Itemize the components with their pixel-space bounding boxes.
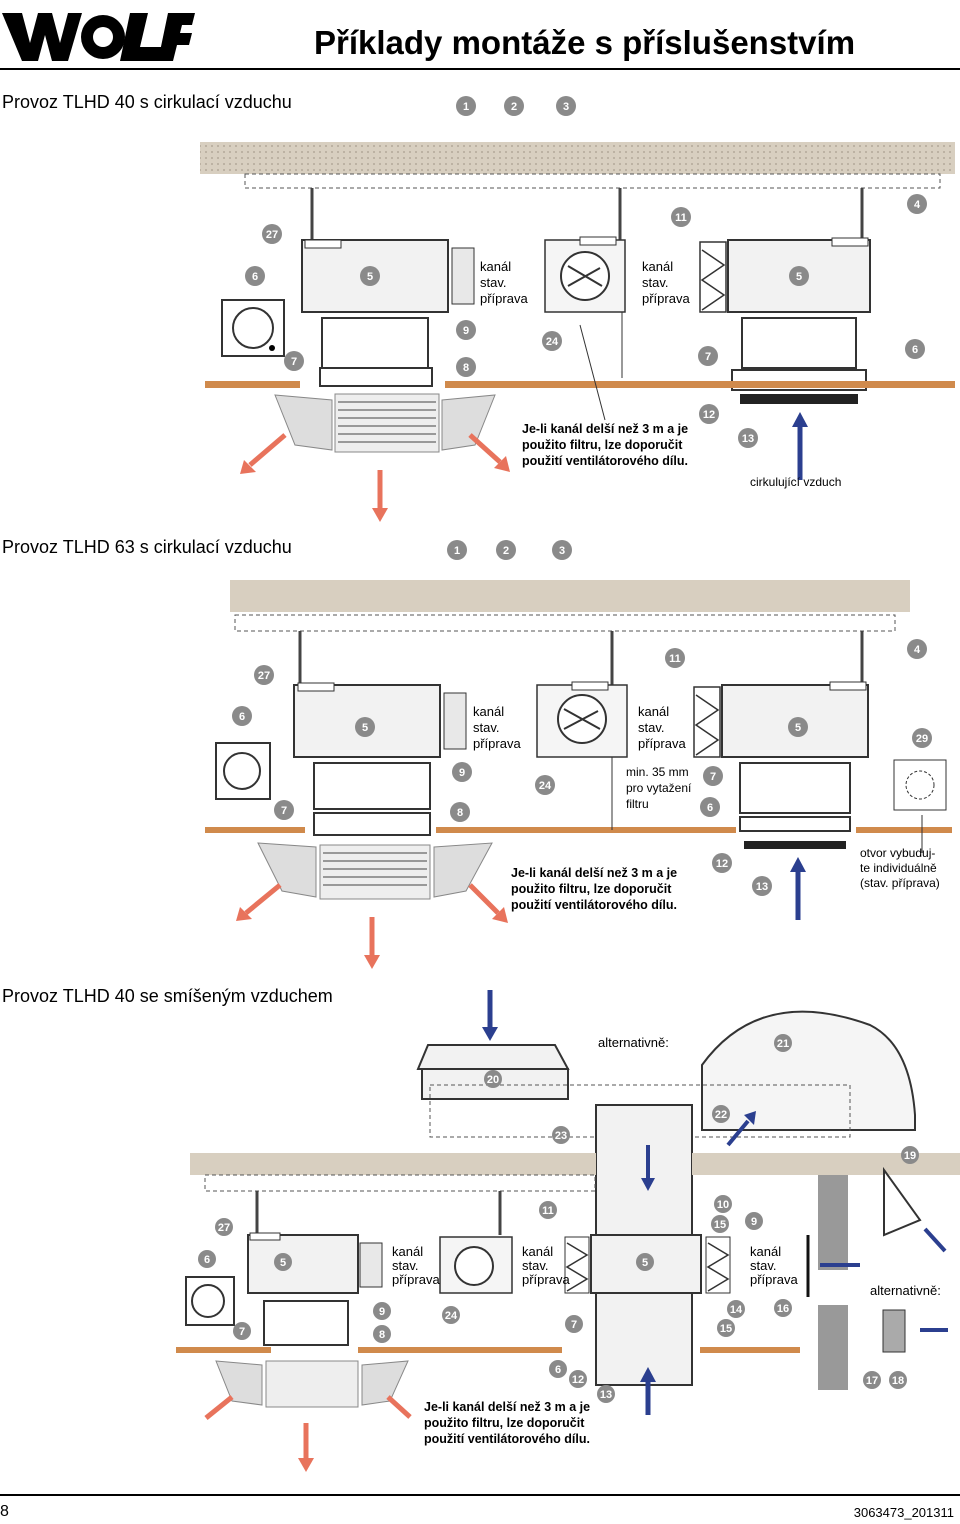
- svg-text:27: 27: [266, 229, 278, 241]
- svg-text:9: 9: [379, 1306, 385, 1318]
- svg-text:5: 5: [367, 271, 373, 283]
- number-badges: 1 2 3 27 11 4 6 5 5 29 9 24 7 6 7 8 12 1…: [232, 540, 932, 896]
- svg-text:13: 13: [756, 881, 768, 893]
- svg-text:3: 3: [563, 101, 569, 113]
- number-badges: 20 21 22 23 19 27 11 10 15 9 6 5 5 9 24 …: [198, 1034, 919, 1403]
- svg-text:11: 11: [675, 212, 687, 224]
- svg-text:5: 5: [642, 1257, 648, 1269]
- svg-text:6: 6: [204, 1254, 210, 1266]
- svg-text:6: 6: [707, 802, 713, 814]
- number-badges: 1 2 3 27 11 4 6 5 5 9 24 7 6 7 8 12 13: [245, 96, 927, 448]
- svg-text:21: 21: [777, 1038, 789, 1050]
- svg-text:24: 24: [539, 780, 552, 792]
- svg-text:8: 8: [463, 362, 469, 374]
- section-title-3: Provoz TLHD 40 se smíšeným vzduchem: [2, 986, 333, 1006]
- document-code: 3063473_201311: [853, 1505, 954, 1520]
- wolf-logo: [0, 13, 195, 61]
- circulating-air-label: cirkulující vzduch: [750, 475, 841, 489]
- header-rule: [0, 68, 960, 70]
- svg-text:6: 6: [912, 344, 918, 356]
- section-title-2: Provoz TLHD 63 s cirkulací vzduchu: [2, 537, 292, 557]
- svg-text:7: 7: [571, 1319, 577, 1331]
- svg-text:2: 2: [511, 101, 517, 113]
- svg-text:9: 9: [459, 767, 465, 779]
- page-number: 8: [0, 1503, 9, 1520]
- svg-text:6: 6: [239, 711, 245, 723]
- svg-text:11: 11: [542, 1205, 554, 1217]
- svg-text:12: 12: [572, 1374, 584, 1386]
- svg-text:7: 7: [710, 771, 716, 783]
- svg-text:9: 9: [463, 325, 469, 337]
- svg-text:12: 12: [716, 858, 728, 870]
- section-title-1: Provoz TLHD 40 s cirkulací vzduchu: [2, 92, 292, 112]
- svg-text:27: 27: [218, 1222, 230, 1234]
- svg-text:24: 24: [445, 1310, 458, 1322]
- svg-text:7: 7: [291, 356, 297, 368]
- svg-text:15: 15: [714, 1219, 726, 1231]
- svg-text:12: 12: [703, 409, 715, 421]
- svg-text:29: 29: [916, 733, 928, 745]
- svg-text:17: 17: [866, 1375, 878, 1387]
- svg-text:1: 1: [454, 545, 460, 557]
- svg-text:13: 13: [600, 1389, 612, 1401]
- svg-text:27: 27: [258, 670, 270, 682]
- svg-text:8: 8: [379, 1329, 385, 1341]
- svg-text:10: 10: [717, 1199, 729, 1211]
- svg-text:5: 5: [795, 722, 801, 734]
- svg-text:6: 6: [555, 1364, 561, 1376]
- footer-rule: [0, 1494, 960, 1496]
- svg-text:5: 5: [796, 271, 802, 283]
- svg-text:15: 15: [720, 1323, 732, 1335]
- svg-text:14: 14: [730, 1304, 743, 1316]
- svg-text:4: 4: [914, 199, 921, 211]
- svg-text:8: 8: [457, 807, 463, 819]
- svg-text:1: 1: [463, 101, 469, 113]
- svg-text:6: 6: [252, 271, 258, 283]
- svg-text:7: 7: [239, 1326, 245, 1338]
- svg-text:19: 19: [904, 1150, 916, 1162]
- svg-text:16: 16: [777, 1303, 789, 1315]
- svg-text:2: 2: [503, 545, 509, 557]
- svg-text:20: 20: [487, 1074, 499, 1086]
- page-title: Příklady montáže s příslušenstvím: [314, 24, 856, 61]
- svg-text:23: 23: [555, 1130, 567, 1142]
- svg-text:5: 5: [362, 722, 368, 734]
- opening-label: otvor vybuduj-te individuálně(stav. příp…: [860, 846, 940, 890]
- svg-text:9: 9: [751, 1216, 757, 1228]
- svg-text:24: 24: [546, 336, 559, 348]
- svg-text:3: 3: [559, 545, 565, 557]
- alternative-label-2: alternativně:: [870, 1283, 941, 1298]
- svg-text:22: 22: [715, 1109, 727, 1121]
- svg-text:7: 7: [281, 805, 287, 817]
- svg-text:18: 18: [892, 1375, 904, 1387]
- svg-text:11: 11: [669, 653, 681, 665]
- svg-text:13: 13: [742, 433, 754, 445]
- alternative-label: alternativně:: [598, 1035, 669, 1050]
- svg-text:7: 7: [705, 351, 711, 363]
- svg-text:4: 4: [914, 644, 921, 656]
- svg-text:5: 5: [280, 1257, 286, 1269]
